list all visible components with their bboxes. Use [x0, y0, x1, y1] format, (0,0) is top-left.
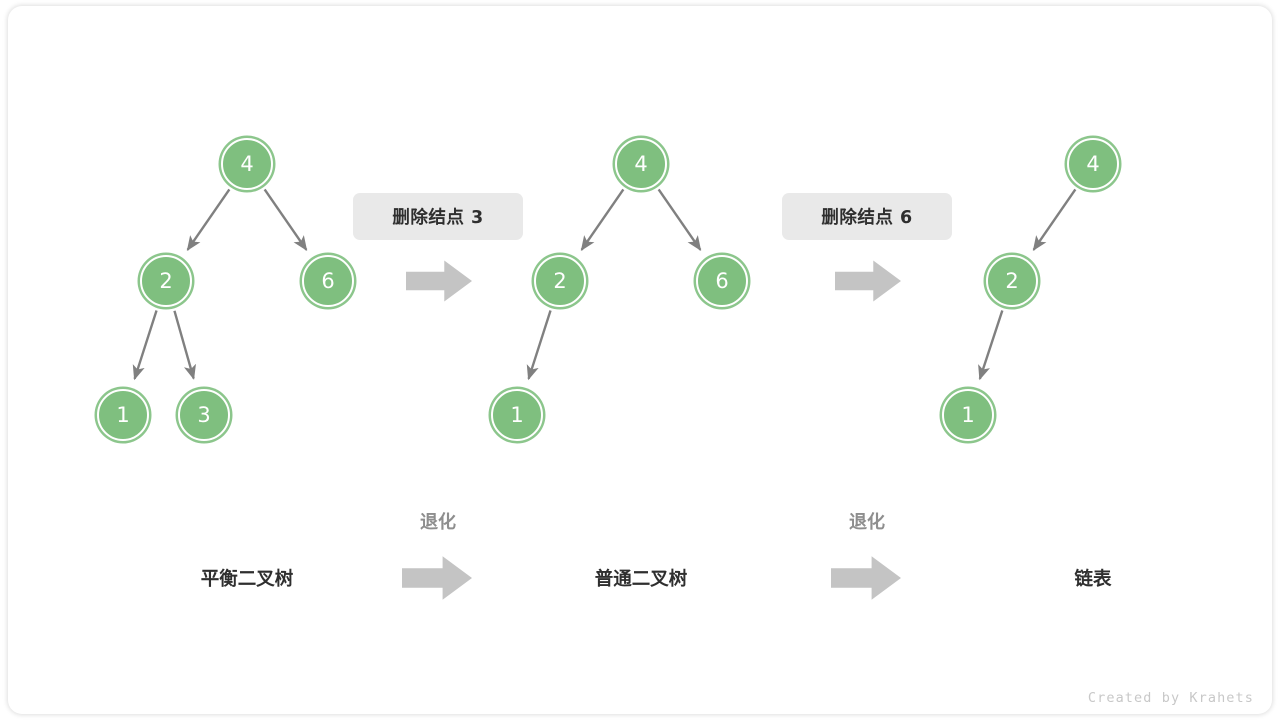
tree-edge [526, 310, 552, 381]
operation-label: 删除结点 6 [782, 193, 952, 240]
tree-edge [978, 310, 1004, 381]
tree-edge [173, 310, 196, 380]
tree-edge [580, 188, 625, 251]
tree-node: 2 [140, 255, 192, 307]
tree-node: 6 [696, 255, 748, 307]
tree-node: 4 [1067, 138, 1119, 190]
tree-node: 4 [615, 138, 667, 190]
figure-frame [8, 6, 1272, 714]
structure-name-caption: 链表 [1074, 569, 1112, 590]
degrade-caption: 退化 [420, 512, 456, 533]
structure-name-caption: 平衡二叉树 [200, 569, 294, 590]
tree-node: 3 [178, 389, 230, 441]
tree-edge [186, 188, 231, 251]
degrade-arrow-icon [402, 556, 472, 600]
watermark: Created by Krahets [1087, 690, 1254, 706]
tree-edge [132, 310, 158, 381]
structure-name-caption: 普通二叉树 [594, 569, 688, 590]
tree-node: 6 [302, 255, 354, 307]
tree-node: 2 [534, 255, 586, 307]
operation-arrow-icon [835, 257, 901, 305]
tree-edge [1032, 188, 1077, 251]
tree-node: 1 [491, 389, 543, 441]
tree-edge [657, 188, 702, 251]
degrade-caption: 退化 [849, 512, 885, 533]
degrade-arrow-icon [831, 556, 901, 600]
tree-node: 1 [97, 389, 149, 441]
tree-edge [263, 188, 308, 251]
operation-label: 删除结点 3 [353, 193, 523, 240]
tree-node: 1 [942, 389, 994, 441]
tree-node: 2 [986, 255, 1038, 307]
tree-node: 4 [221, 138, 273, 190]
operation-arrow-icon [406, 257, 472, 305]
